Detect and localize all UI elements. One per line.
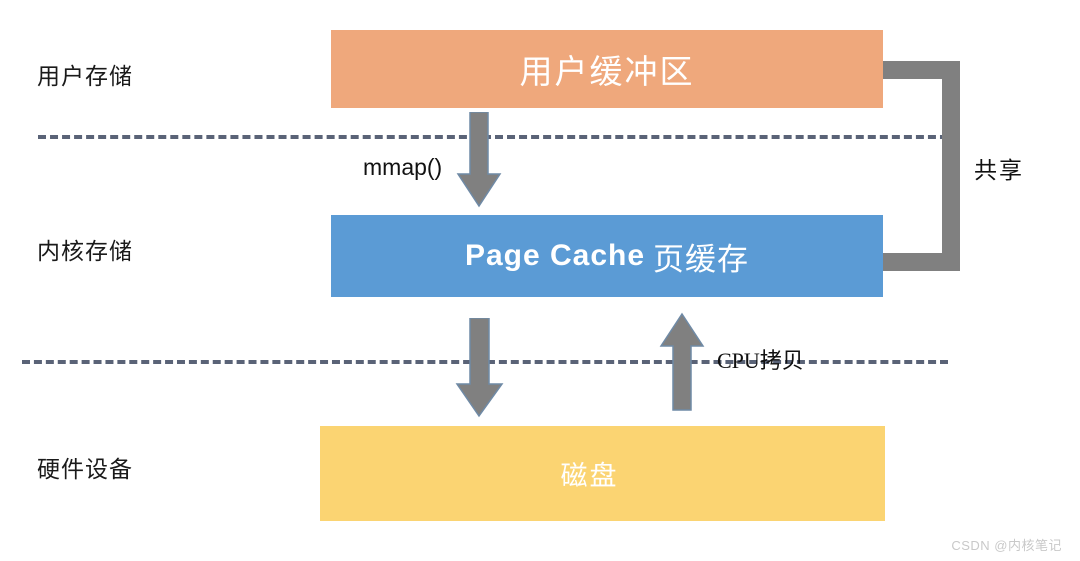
block-page-cache-label-zh: 页缓存 (653, 241, 750, 277)
tier-label-kernel-storage: 内核存储 (37, 239, 133, 264)
block-disk-label: 磁盘 (560, 461, 619, 491)
arrow-caption-cpu-copy: CPU拷贝 (717, 348, 804, 373)
bracket-segment-bottom (880, 253, 960, 271)
watermark-label: CSDN @内核笔记 (951, 538, 1062, 553)
boundary-line-user-kernel (38, 135, 960, 139)
arrow-up-cpu-copy-icon (658, 312, 706, 412)
arrow-caption-mmap: mmap() (363, 154, 443, 180)
bracket-segment-right (942, 61, 960, 271)
block-user-buffer-label: 用户缓冲区 (519, 55, 695, 91)
connector-caption-shared: 共享 (974, 158, 1024, 183)
tier-label-user-storage: 用户存储 (37, 64, 133, 89)
arrow-down-writeback-icon (453, 318, 505, 418)
block-disk: 磁盘 (320, 426, 885, 521)
shared-bracket-connector (880, 61, 960, 271)
tier-label-hardware-device: 硬件设备 (37, 457, 133, 482)
arrow-down-mmap-icon (455, 112, 503, 208)
block-page-cache: Page Cache 页缓存 (331, 215, 883, 297)
block-user-buffer: 用户缓冲区 (331, 30, 883, 108)
block-page-cache-label: Page Cache (464, 239, 646, 272)
bracket-segment-top (880, 61, 960, 79)
